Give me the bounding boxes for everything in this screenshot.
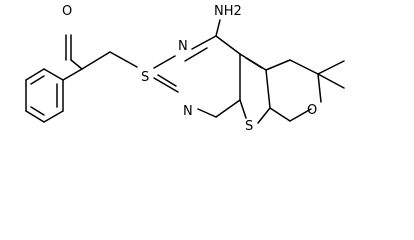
ketone-linker — [62, 34, 138, 81]
pyrimidine-ring — [153, 35, 241, 118]
phenyl-ring — [25, 68, 64, 123]
thioether-sulfur-label: S — [141, 70, 149, 85]
pyran-ring — [265, 59, 345, 122]
amino-group-label: NH2 — [214, 4, 242, 19]
pyran-oxygen-label: O — [307, 103, 317, 118]
pyrimidine-nitrogen-upper-label: N — [178, 39, 188, 54]
chemical-structure-diagram: O S N N NH2 S O — [25, 4, 345, 134]
thiophene-sulfur-label: S — [245, 119, 253, 134]
amino-bond — [215, 19, 221, 37]
amino-label-text: NH2 — [214, 4, 242, 19]
carbonyl-oxygen-label: O — [62, 4, 72, 19]
pyrimidine-nitrogen-lower-label: N — [183, 104, 193, 119]
thiophene-ring — [239, 53, 271, 124]
